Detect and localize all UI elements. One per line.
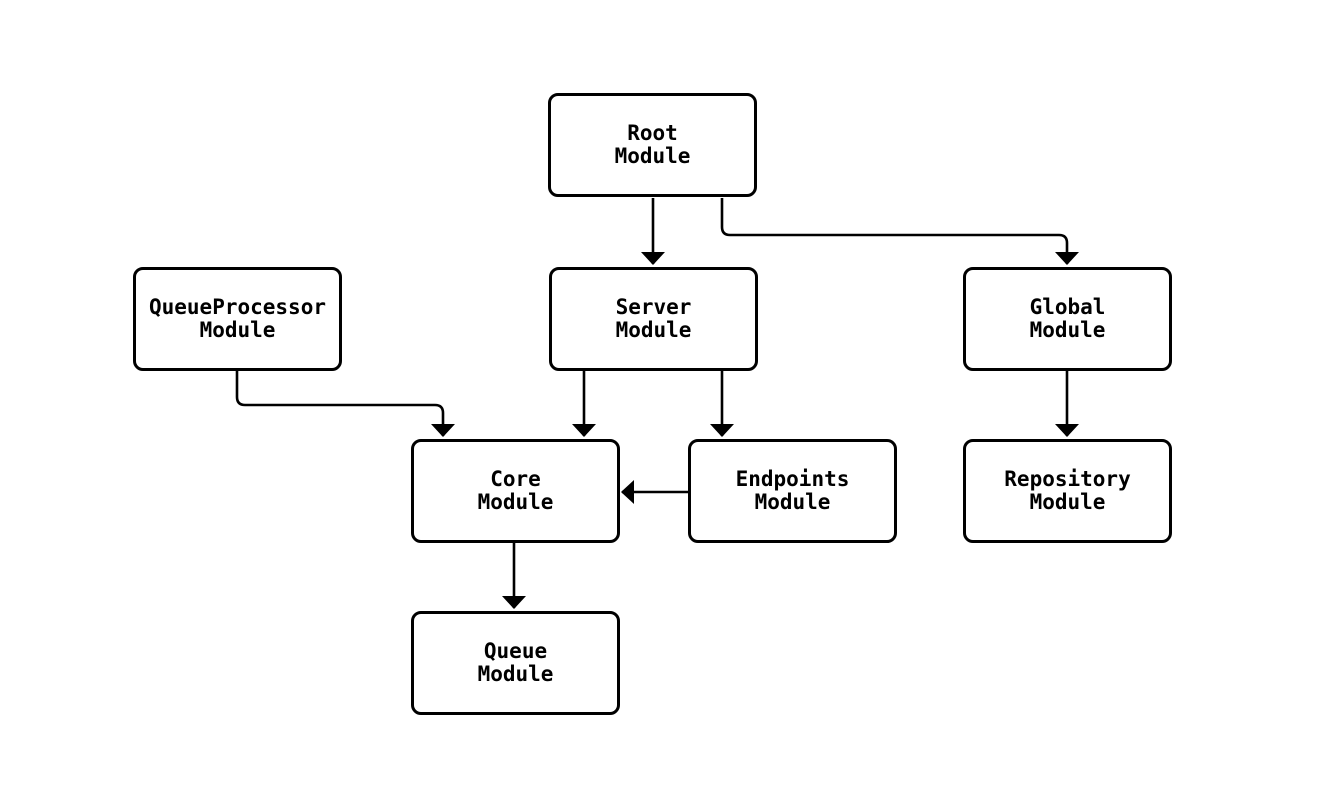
edge-queueprocessor-to-core bbox=[235, 371, 455, 437]
node-global-module: Global Module bbox=[963, 267, 1172, 371]
node-label-line2: Module bbox=[614, 144, 691, 168]
node-server-module: Server Module bbox=[549, 267, 758, 371]
node-label-line2: Module bbox=[477, 490, 554, 514]
node-root-module: Root Module bbox=[548, 93, 757, 197]
node-label-line2: Module bbox=[1029, 490, 1106, 514]
node-label-line1: Endpoints bbox=[735, 467, 850, 491]
node-label-line1: Root bbox=[627, 121, 678, 145]
node-label-line2: Module bbox=[1029, 318, 1106, 342]
node-label-line1: Server bbox=[615, 295, 692, 319]
node-label-line2: Module bbox=[615, 318, 692, 342]
edge-root-to-global bbox=[720, 198, 1079, 265]
node-queue-module: Queue Module bbox=[411, 611, 620, 715]
node-endpoints-module: Endpoints Module bbox=[688, 439, 897, 543]
node-label-line2: Module bbox=[754, 490, 831, 514]
node-core-module: Core Module bbox=[411, 439, 620, 543]
node-label-line1: Repository bbox=[1004, 467, 1131, 491]
node-repository-module: Repository Module bbox=[963, 439, 1172, 543]
node-label-line1: Queue bbox=[483, 639, 548, 663]
node-label-line1: QueueProcessor bbox=[148, 295, 326, 319]
node-label-line1: Core bbox=[490, 467, 541, 491]
node-label-line2: Module bbox=[477, 662, 554, 686]
node-queueprocessor-module: QueueProcessor Module bbox=[133, 267, 342, 371]
node-label-line1: Global bbox=[1029, 295, 1106, 319]
node-label-line2: Module bbox=[199, 318, 276, 342]
